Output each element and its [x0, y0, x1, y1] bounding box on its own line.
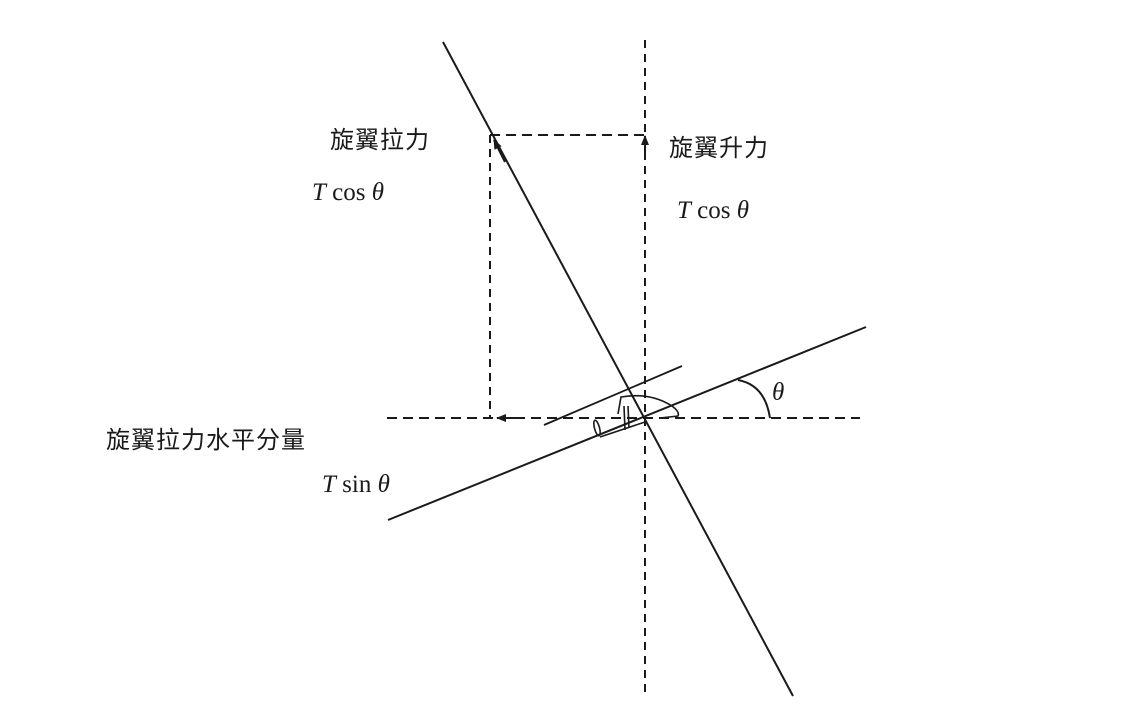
thrust-angle: θ	[371, 179, 385, 206]
rotor-lift-label: 旋翼升力	[669, 134, 769, 162]
horizontal-component-label: 旋翼拉力水平分量	[106, 426, 306, 454]
lift-func: cos	[697, 197, 731, 224]
horiz-angle: θ	[377, 471, 390, 498]
thrust-line	[442, 41, 794, 697]
fuselage-line	[543, 365, 683, 426]
rotor-thrust-expression: T cos θ	[312, 180, 384, 205]
angle-theta-label: θ	[772, 380, 784, 405]
rotor-thrust-label: 旋翼拉力	[330, 126, 430, 154]
thrust-arrow	[493, 139, 506, 163]
horiz-var: T	[322, 471, 336, 498]
lift-var: T	[677, 197, 691, 224]
theta-arc	[737, 379, 771, 419]
helicopter-sketch-icon	[593, 394, 680, 438]
rotor-disk-line	[387, 326, 867, 521]
theta-symbol: θ	[772, 379, 785, 406]
lift-angle: θ	[736, 197, 750, 224]
rotor-lift-expression: T cos θ	[677, 198, 749, 223]
thrust-func: cos	[332, 179, 366, 206]
horizontal-component-expression: T sin θ	[322, 472, 390, 497]
thrust-var: T	[312, 179, 326, 206]
horiz-func: sin	[342, 471, 372, 498]
